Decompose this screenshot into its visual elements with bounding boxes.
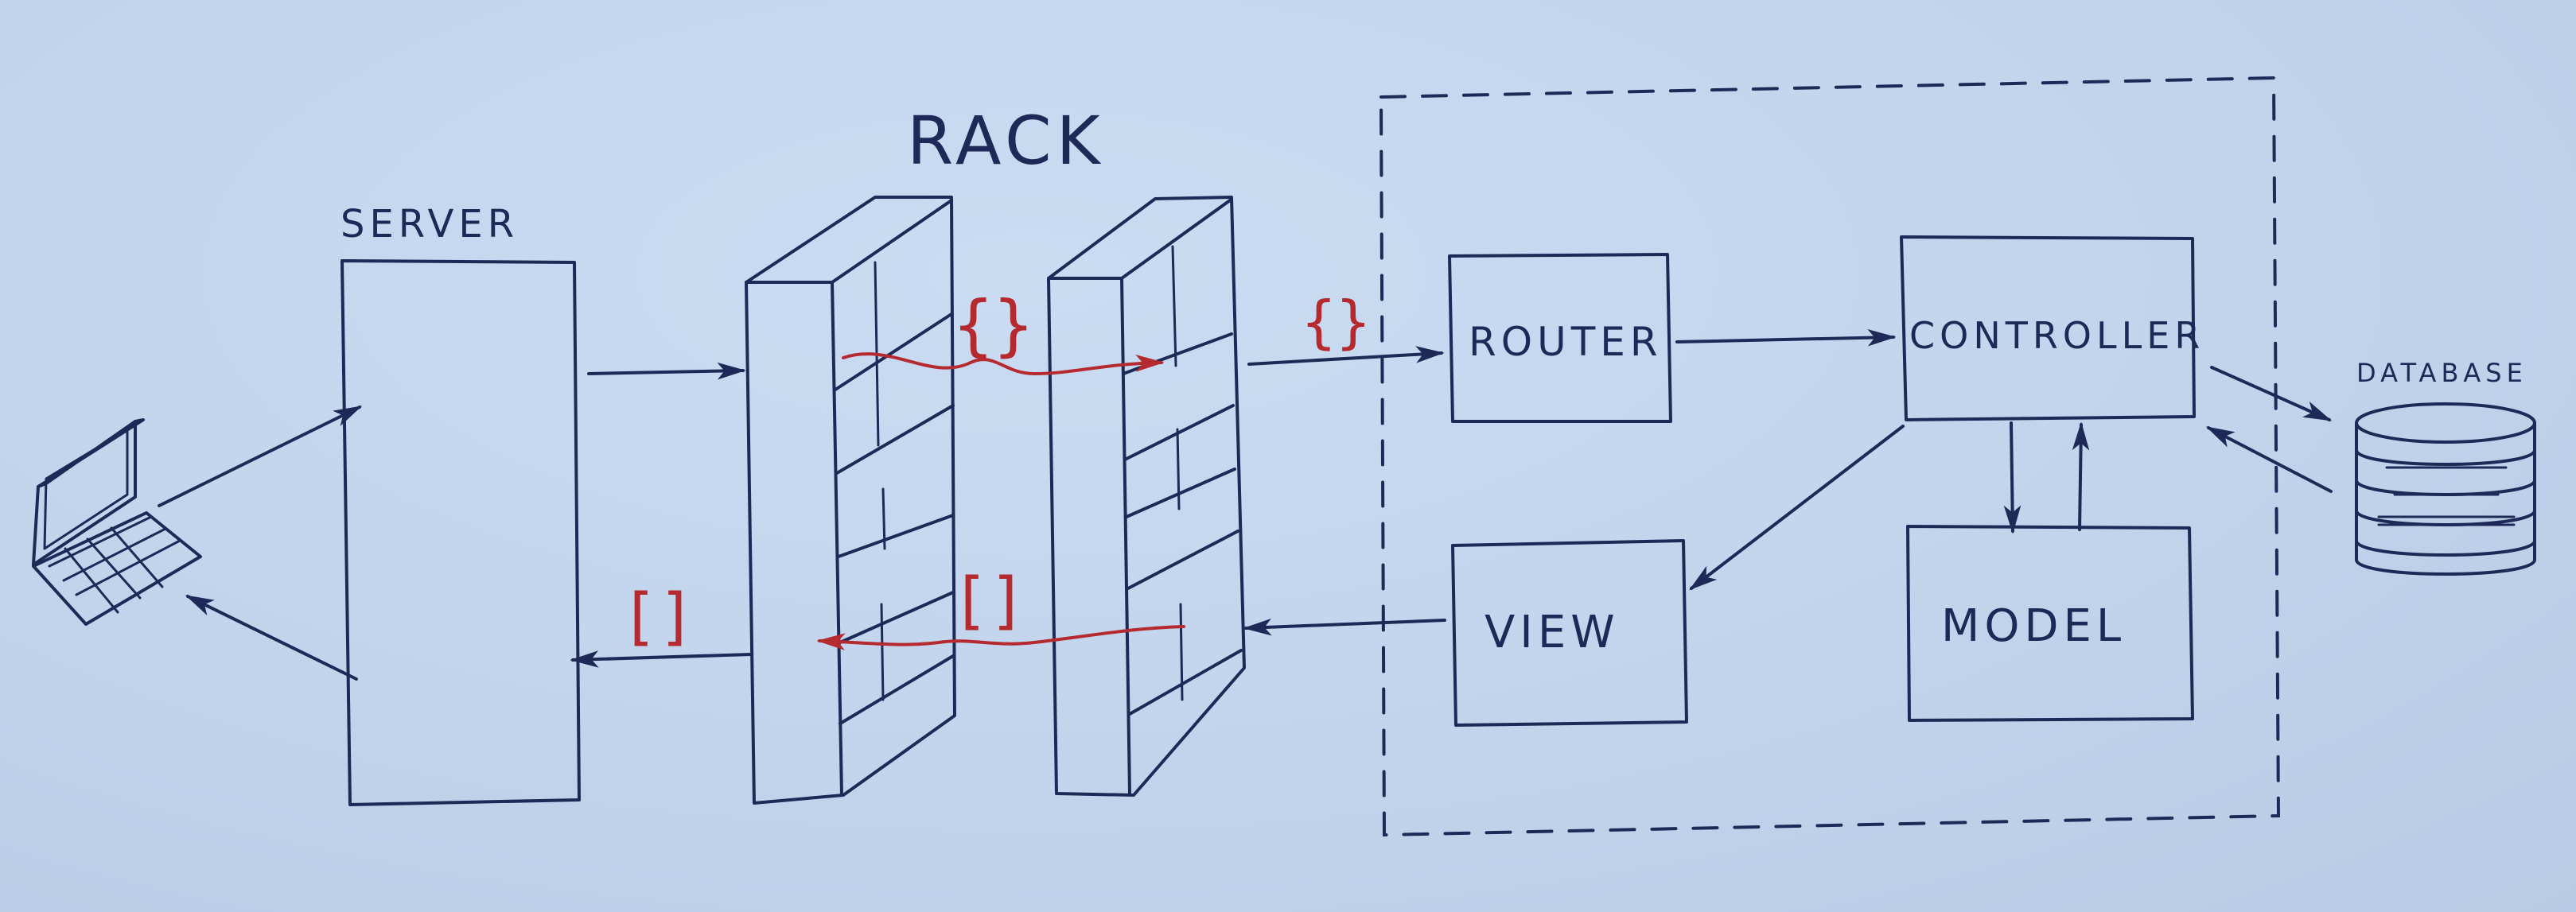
request-hash-token-right: {} — [1302, 289, 1371, 355]
arrow-controller-model — [2003, 421, 2021, 534]
server-box — [340, 259, 581, 806]
application-boundary — [1379, 76, 2281, 837]
request-arrow-rack-router — [1247, 346, 1445, 366]
model-box — [1906, 525, 2194, 722]
arrow-model-controller — [2072, 421, 2090, 531]
controller-box — [1900, 235, 2196, 421]
arrow-database-controller — [2205, 426, 2333, 493]
model-label: MODEL — [1941, 600, 2126, 652]
request-flow-through-rack — [842, 352, 1165, 375]
request-arrow-laptop-server — [158, 406, 363, 507]
router-label: ROUTER — [1469, 319, 1663, 365]
rack-middleware-right — [1047, 196, 1246, 797]
request-arrow-server-rack — [587, 362, 746, 380]
rack-label: RACK — [907, 102, 1105, 180]
router-box — [1448, 253, 1672, 423]
rack-middleware-left — [745, 196, 956, 805]
laptop-icon — [32, 418, 202, 626]
response-array-token-mid: [] — [951, 565, 1026, 637]
response-array-token-left: [] — [621, 581, 695, 653]
database-icon — [2355, 402, 2536, 576]
response-arrow-server-laptop — [185, 595, 358, 681]
view-label: VIEW — [1485, 607, 1620, 658]
arrow-router-controller — [1675, 328, 1897, 347]
arrow-controller-database — [2210, 366, 2333, 421]
arrow-controller-view — [1689, 425, 1905, 591]
response-flow-through-rack — [816, 625, 1185, 650]
response-arrow-rack-server — [570, 650, 753, 668]
response-arrow-view-rack — [1243, 618, 1446, 636]
database-label: DATABASE — [2356, 358, 2527, 388]
server-label: SERVER — [340, 202, 519, 246]
view-box — [1451, 539, 1688, 727]
controller-label: CONTROLLER — [1909, 314, 2204, 357]
request-hash-token-top: {} — [953, 286, 1033, 364]
